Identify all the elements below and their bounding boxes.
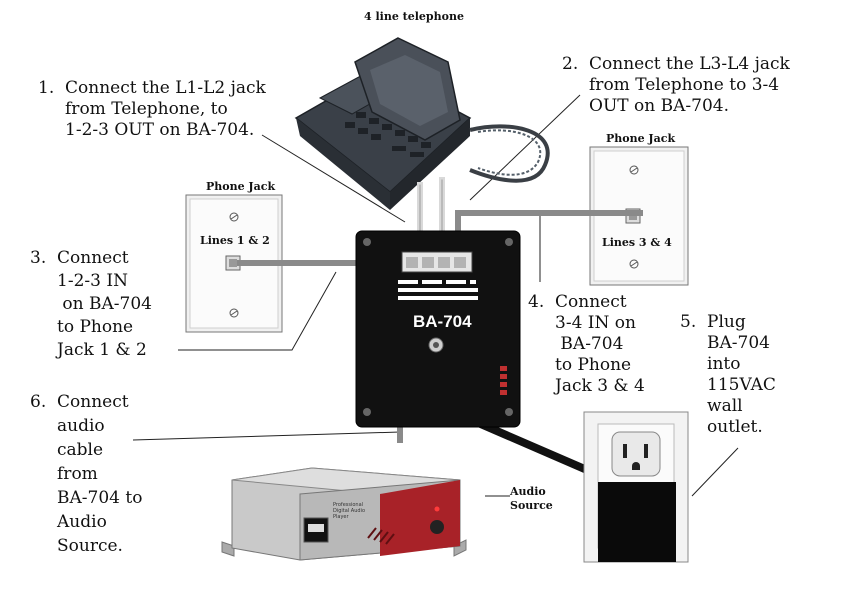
jack-right-lines-label: Lines 3 & 4 xyxy=(602,236,672,249)
device-model-label: BA-704 xyxy=(413,312,472,331)
leader-step-5 xyxy=(691,447,739,497)
audio-source-front-text: Professional Digital Audio Player xyxy=(333,502,366,520)
step-3-text: 3. Connect 1-2-3 IN on BA-704 to Phone J… xyxy=(30,248,152,360)
jack-left-lines-label: Lines 1 & 2 xyxy=(200,234,270,247)
audio-source-graphic xyxy=(221,467,467,561)
step-2-text: 2. Connect the L3-L4 jack from Telephone… xyxy=(562,54,790,116)
telephone-title: 4 line telephone xyxy=(364,10,464,23)
audio-source-label: Audio Source xyxy=(510,485,553,512)
leader-lines xyxy=(132,94,739,497)
jack-left-title: Phone Jack xyxy=(206,180,276,193)
step-1-text: 1. Connect the L1-L2 jack from Telephone… xyxy=(38,78,266,140)
leader-step-2 xyxy=(469,94,581,201)
step-4-text: 4. Connect 3-4 IN on BA-704 to Phone Jac… xyxy=(528,292,645,396)
ba704-device-graphic xyxy=(355,230,521,428)
wall-outlet-graphic xyxy=(583,411,689,563)
leader-step-3 xyxy=(178,271,337,351)
step-6-text: 6. Connect audio cable from BA-704 to Au… xyxy=(30,392,143,556)
jack-right-title: Phone Jack xyxy=(606,132,676,145)
step-5-text: 5. Plug BA-704 into 115VAC wall outlet. xyxy=(680,312,776,437)
telephone-graphic xyxy=(294,37,550,210)
leader-step-1 xyxy=(261,134,406,223)
leader-step-6 xyxy=(132,431,401,441)
